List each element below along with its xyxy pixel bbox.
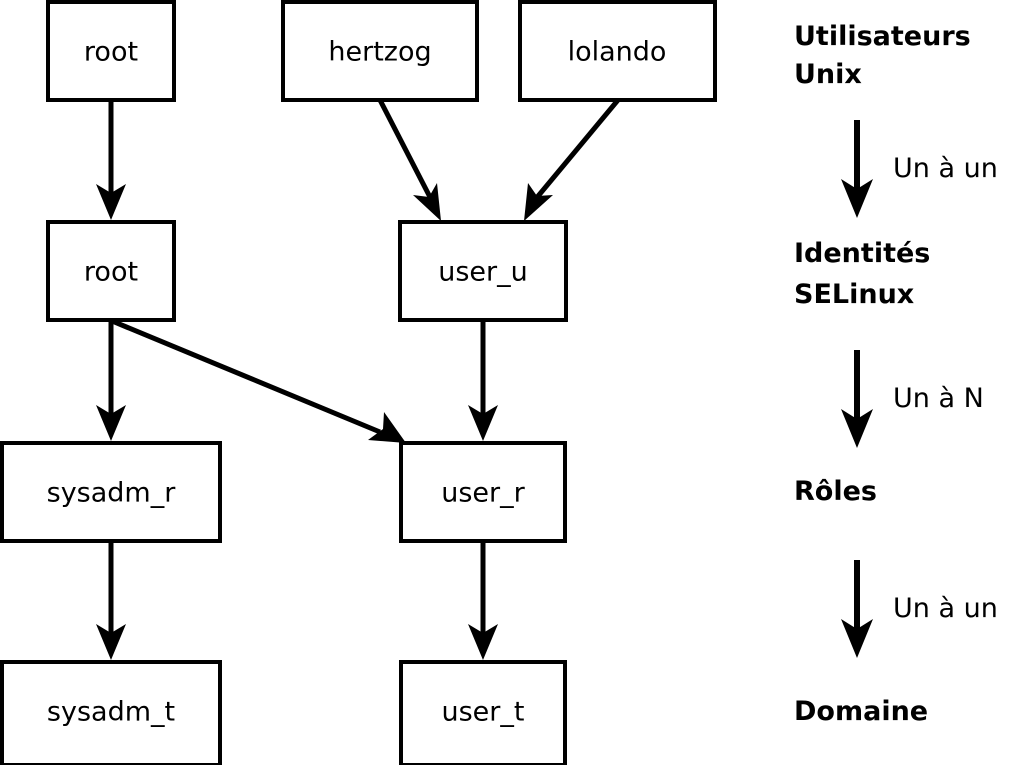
arrowhead-icon xyxy=(468,405,498,441)
arrowhead-icon xyxy=(96,624,126,660)
legend-arrow-one-to-one-bottom: Un à un xyxy=(841,560,998,658)
legend-heading-line: Identités xyxy=(794,238,930,269)
edge-line xyxy=(377,98,435,203)
legend-heading-line: Rôles xyxy=(794,476,877,507)
legend-edge-label: Un à N xyxy=(893,383,984,414)
node-label: hertzog xyxy=(328,37,431,68)
node-group: root hertzog lolando root user_u sysadm_ xyxy=(0,0,717,765)
edge-identity-root-to-sysadm-r xyxy=(96,320,126,441)
arrowhead-icon xyxy=(96,184,126,220)
node-label: user_t xyxy=(442,697,525,728)
legend-level-unix-users: Utilisateurs Unix xyxy=(794,21,971,90)
edge-hertzog-to-user-u xyxy=(377,98,441,221)
arrowhead-icon xyxy=(468,624,498,660)
legend-arrow-one-to-n: Un à N xyxy=(841,350,984,448)
legend-heading-line: Domaine xyxy=(794,696,928,727)
edge-sysadm-r-to-sysadm-t xyxy=(96,541,126,660)
node-label: root xyxy=(84,257,138,288)
edge-group xyxy=(96,98,620,660)
edge-user-r-to-user-t xyxy=(468,541,498,660)
node-box[interactable] xyxy=(399,441,567,543)
legend-level-roles: Rôles xyxy=(794,476,877,507)
node-label: root xyxy=(84,37,138,68)
node-box[interactable] xyxy=(46,220,176,322)
node-box[interactable] xyxy=(0,441,222,543)
node-unix-hertzog[interactable]: hertzog xyxy=(281,0,479,102)
arrowhead-icon xyxy=(96,405,126,441)
node-role-sysadm-r[interactable]: sysadm_r xyxy=(0,441,222,543)
node-identity-root[interactable]: root xyxy=(46,220,176,322)
legend-heading-line: SELinux xyxy=(794,279,914,310)
arrowhead-icon xyxy=(368,412,406,443)
arrowhead-icon xyxy=(524,183,553,221)
node-role-user-r[interactable]: user_r xyxy=(399,441,567,543)
node-unix-root[interactable]: root xyxy=(46,0,176,102)
edge-identity-root-to-user-r xyxy=(111,318,406,443)
legend-edge-label: Un à un xyxy=(893,593,998,624)
arrowhead-icon xyxy=(841,179,873,218)
node-label: sysadm_t xyxy=(47,697,175,728)
node-box[interactable] xyxy=(281,0,479,102)
edge-line xyxy=(111,318,381,435)
node-domain-sysadm-t[interactable]: sysadm_t xyxy=(0,660,222,765)
node-box[interactable] xyxy=(0,660,222,765)
node-unix-lolando[interactable]: lolando xyxy=(518,0,717,102)
legend-heading-line: Unix xyxy=(794,59,862,90)
legend-arrow-one-to-one-top: Un à un xyxy=(841,120,998,218)
legend-level-selinux-identities: Identités SELinux xyxy=(794,238,930,310)
edge-lolando-to-user-u xyxy=(524,98,620,221)
node-box[interactable] xyxy=(399,660,567,765)
arrowhead-icon xyxy=(841,409,873,448)
node-box[interactable] xyxy=(46,0,176,102)
edge-line xyxy=(532,98,620,203)
node-label: user_u xyxy=(438,257,528,288)
legend-heading-line: Utilisateurs xyxy=(794,21,971,52)
node-label: sysadm_r xyxy=(47,478,177,509)
node-box[interactable] xyxy=(518,0,717,102)
legend-column: Utilisateurs Unix Un à un Identités SELi… xyxy=(794,21,998,727)
node-identity-user-u[interactable]: user_u xyxy=(398,220,568,322)
node-label: user_r xyxy=(441,478,525,509)
node-domain-user-t[interactable]: user_t xyxy=(399,660,567,765)
legend-level-domain: Domaine xyxy=(794,696,928,727)
legend-edge-label: Un à un xyxy=(893,153,998,184)
node-box[interactable] xyxy=(398,220,568,322)
edge-unix-root-to-identity-root xyxy=(96,100,126,220)
arrowhead-icon xyxy=(413,183,441,221)
edge-user-u-to-user-r xyxy=(468,320,498,441)
arrowhead-icon xyxy=(841,619,873,658)
node-label: lolando xyxy=(568,37,667,68)
